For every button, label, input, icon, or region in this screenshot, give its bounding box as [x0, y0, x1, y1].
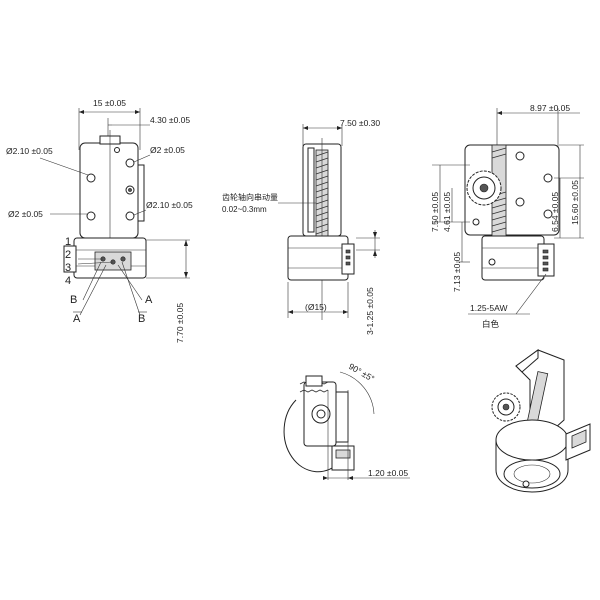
- motor-side-lip: [137, 164, 145, 222]
- connector-spec: 1.25-5AW: [470, 303, 507, 313]
- dim-offset-label: 4.30 ±0.05: [150, 115, 190, 125]
- pin-2: 2: [65, 249, 71, 261]
- right-hole-1: [515, 151, 525, 161]
- pin-4: 4: [65, 275, 71, 287]
- right-dim-750: 7.50 ±0.05: [430, 192, 440, 232]
- phase-b-left: B: [70, 294, 77, 306]
- right-bracket: [464, 144, 560, 236]
- dim-hole-top-right: Ø2 ±0.05: [150, 145, 185, 155]
- right-hole-2: [543, 173, 553, 183]
- phase-b-right: B: [138, 313, 145, 325]
- right-dim-713: 7.13 ±0.05: [452, 252, 462, 292]
- bottom-motor-outline: [283, 399, 341, 473]
- dim-hole-top-left: Ø2.10 ±0.05: [6, 146, 53, 156]
- right-view: 8.97 ±0.05 7.50 ±0.05 4.61 ±0.05 7.1: [430, 103, 584, 329]
- dim-hole-bottom-left: Ø2 ±0.05: [8, 209, 43, 219]
- phase-a-left: A: [73, 313, 81, 325]
- right-hole-4: [543, 209, 553, 219]
- right-motor-can: [481, 235, 545, 281]
- hole-bottom-left: [86, 211, 96, 221]
- bottom-dim-120: 1.20 ±0.05: [368, 468, 408, 478]
- side-motor-can: [287, 235, 349, 281]
- dim-width-label: 15 ±0.05: [93, 98, 126, 108]
- bottom-dim-angle: 90° ±5°: [347, 361, 376, 384]
- right-dim-top: 8.97 ±0.05: [530, 103, 570, 113]
- hole-top-left: [86, 173, 96, 183]
- side-view: 7.50 ±0.30 齿轮轴向串动量 0.02~0.3mm: [222, 118, 380, 335]
- bottom-view: 90° ±5° 1.20 ±0.05: [283, 361, 410, 480]
- pin-3: 3: [65, 262, 71, 274]
- note-axial-play-value: 0.02~0.3mm: [222, 205, 267, 214]
- connector-color: 白色: [482, 319, 500, 329]
- front-view: 15 ±0.05 4.30 ±0.05 Ø2.10 ±0.05 Ø2 ±0.05…: [6, 98, 193, 343]
- right-dim-461: 4.61 ±0.05: [442, 192, 452, 232]
- right-dim-1560: 15.60 ±0.05: [570, 180, 580, 225]
- isometric-view: [491, 349, 591, 493]
- side-dim-dia: (Ø15): [305, 302, 327, 312]
- right-hole-3: [515, 197, 525, 207]
- dim-hole-bottom-right: Ø2.10 ±0.05: [146, 200, 193, 210]
- hole-top-right: [125, 158, 135, 168]
- note-axial-play-cn: 齿轮轴向串动量: [222, 192, 278, 202]
- dim-height-label: 7.70 ±0.05: [175, 303, 185, 343]
- right-dim-654: 6.54 ±0.05: [550, 192, 560, 232]
- side-dim-top: 7.50 ±0.30: [340, 118, 380, 128]
- connector-left: [63, 245, 77, 273]
- side-dim-right: 3-1.25 ±0.05: [365, 287, 375, 335]
- hole-bottom-right: [125, 211, 135, 221]
- pin-1: 1: [65, 236, 71, 248]
- right-connector: [537, 243, 555, 277]
- phase-a-right: A: [145, 294, 153, 306]
